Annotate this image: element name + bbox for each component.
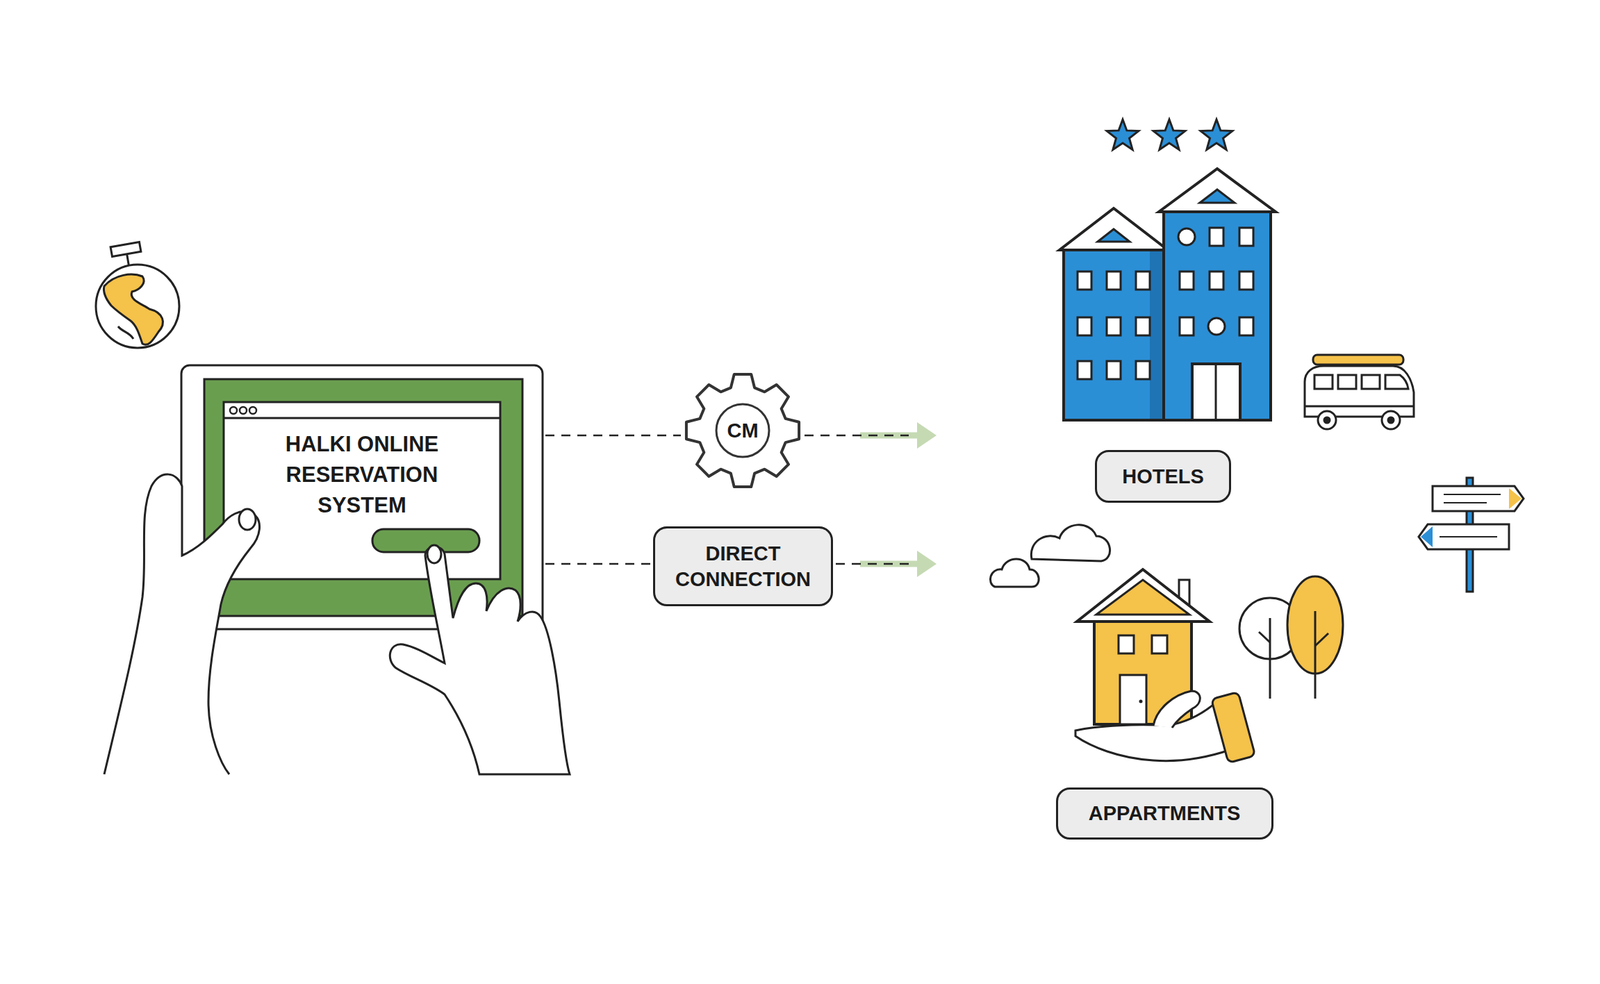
window [1208, 318, 1225, 335]
window [1209, 271, 1224, 290]
hands [104, 474, 570, 775]
window [1209, 227, 1224, 246]
window [1178, 228, 1195, 246]
label-pill: APPARTMENTS [1056, 787, 1274, 840]
clouds [990, 525, 1110, 588]
label-pill: HOTELS [1094, 450, 1232, 503]
channel-manager-gear: CM [683, 371, 802, 490]
connector [545, 435, 681, 437]
hand-holding-house [1075, 691, 1256, 764]
window [1239, 317, 1254, 336]
tablet [181, 365, 543, 630]
window [1077, 361, 1092, 380]
connector [804, 422, 937, 449]
window [1077, 271, 1092, 290]
window [1239, 227, 1254, 246]
window [1135, 317, 1150, 336]
reservation-system-screen: HALKI ONLINE RESERVATION SYSTEM [181, 365, 543, 630]
window [1179, 271, 1194, 290]
signpost-icon [1418, 477, 1524, 592]
direct-connection-box: DIRECT CONNECTION [653, 526, 834, 607]
star-icon [1200, 119, 1233, 150]
node-label: HALKI ONLINE RESERVATION SYSTEM [240, 429, 484, 522]
window [1106, 271, 1121, 290]
window [1106, 361, 1121, 380]
window [1077, 317, 1092, 336]
node-label: HOTELS [1122, 464, 1204, 490]
hotels-group: HOTELS [936, 118, 1284, 511]
window [1135, 271, 1150, 290]
globe-icon [95, 241, 180, 349]
hotel-buildings [1059, 119, 1276, 421]
van-icon [1304, 355, 1414, 430]
star-icon [1153, 119, 1186, 150]
connector [835, 550, 937, 578]
window [1135, 361, 1150, 380]
node-label: CM [726, 418, 758, 444]
window [1239, 271, 1254, 290]
window [1179, 317, 1194, 336]
node-label: APPARTMENTS [1088, 801, 1241, 827]
node-label: DIRECT CONNECTION [666, 541, 820, 593]
trees [1239, 576, 1343, 699]
connector [545, 564, 651, 565]
browser-window-text-area: HALKI ONLINE RESERVATION SYSTEM [240, 429, 484, 522]
star-icon [1106, 119, 1139, 150]
apartments-group: APPARTMENTS [936, 514, 1368, 848]
window [1106, 317, 1121, 336]
